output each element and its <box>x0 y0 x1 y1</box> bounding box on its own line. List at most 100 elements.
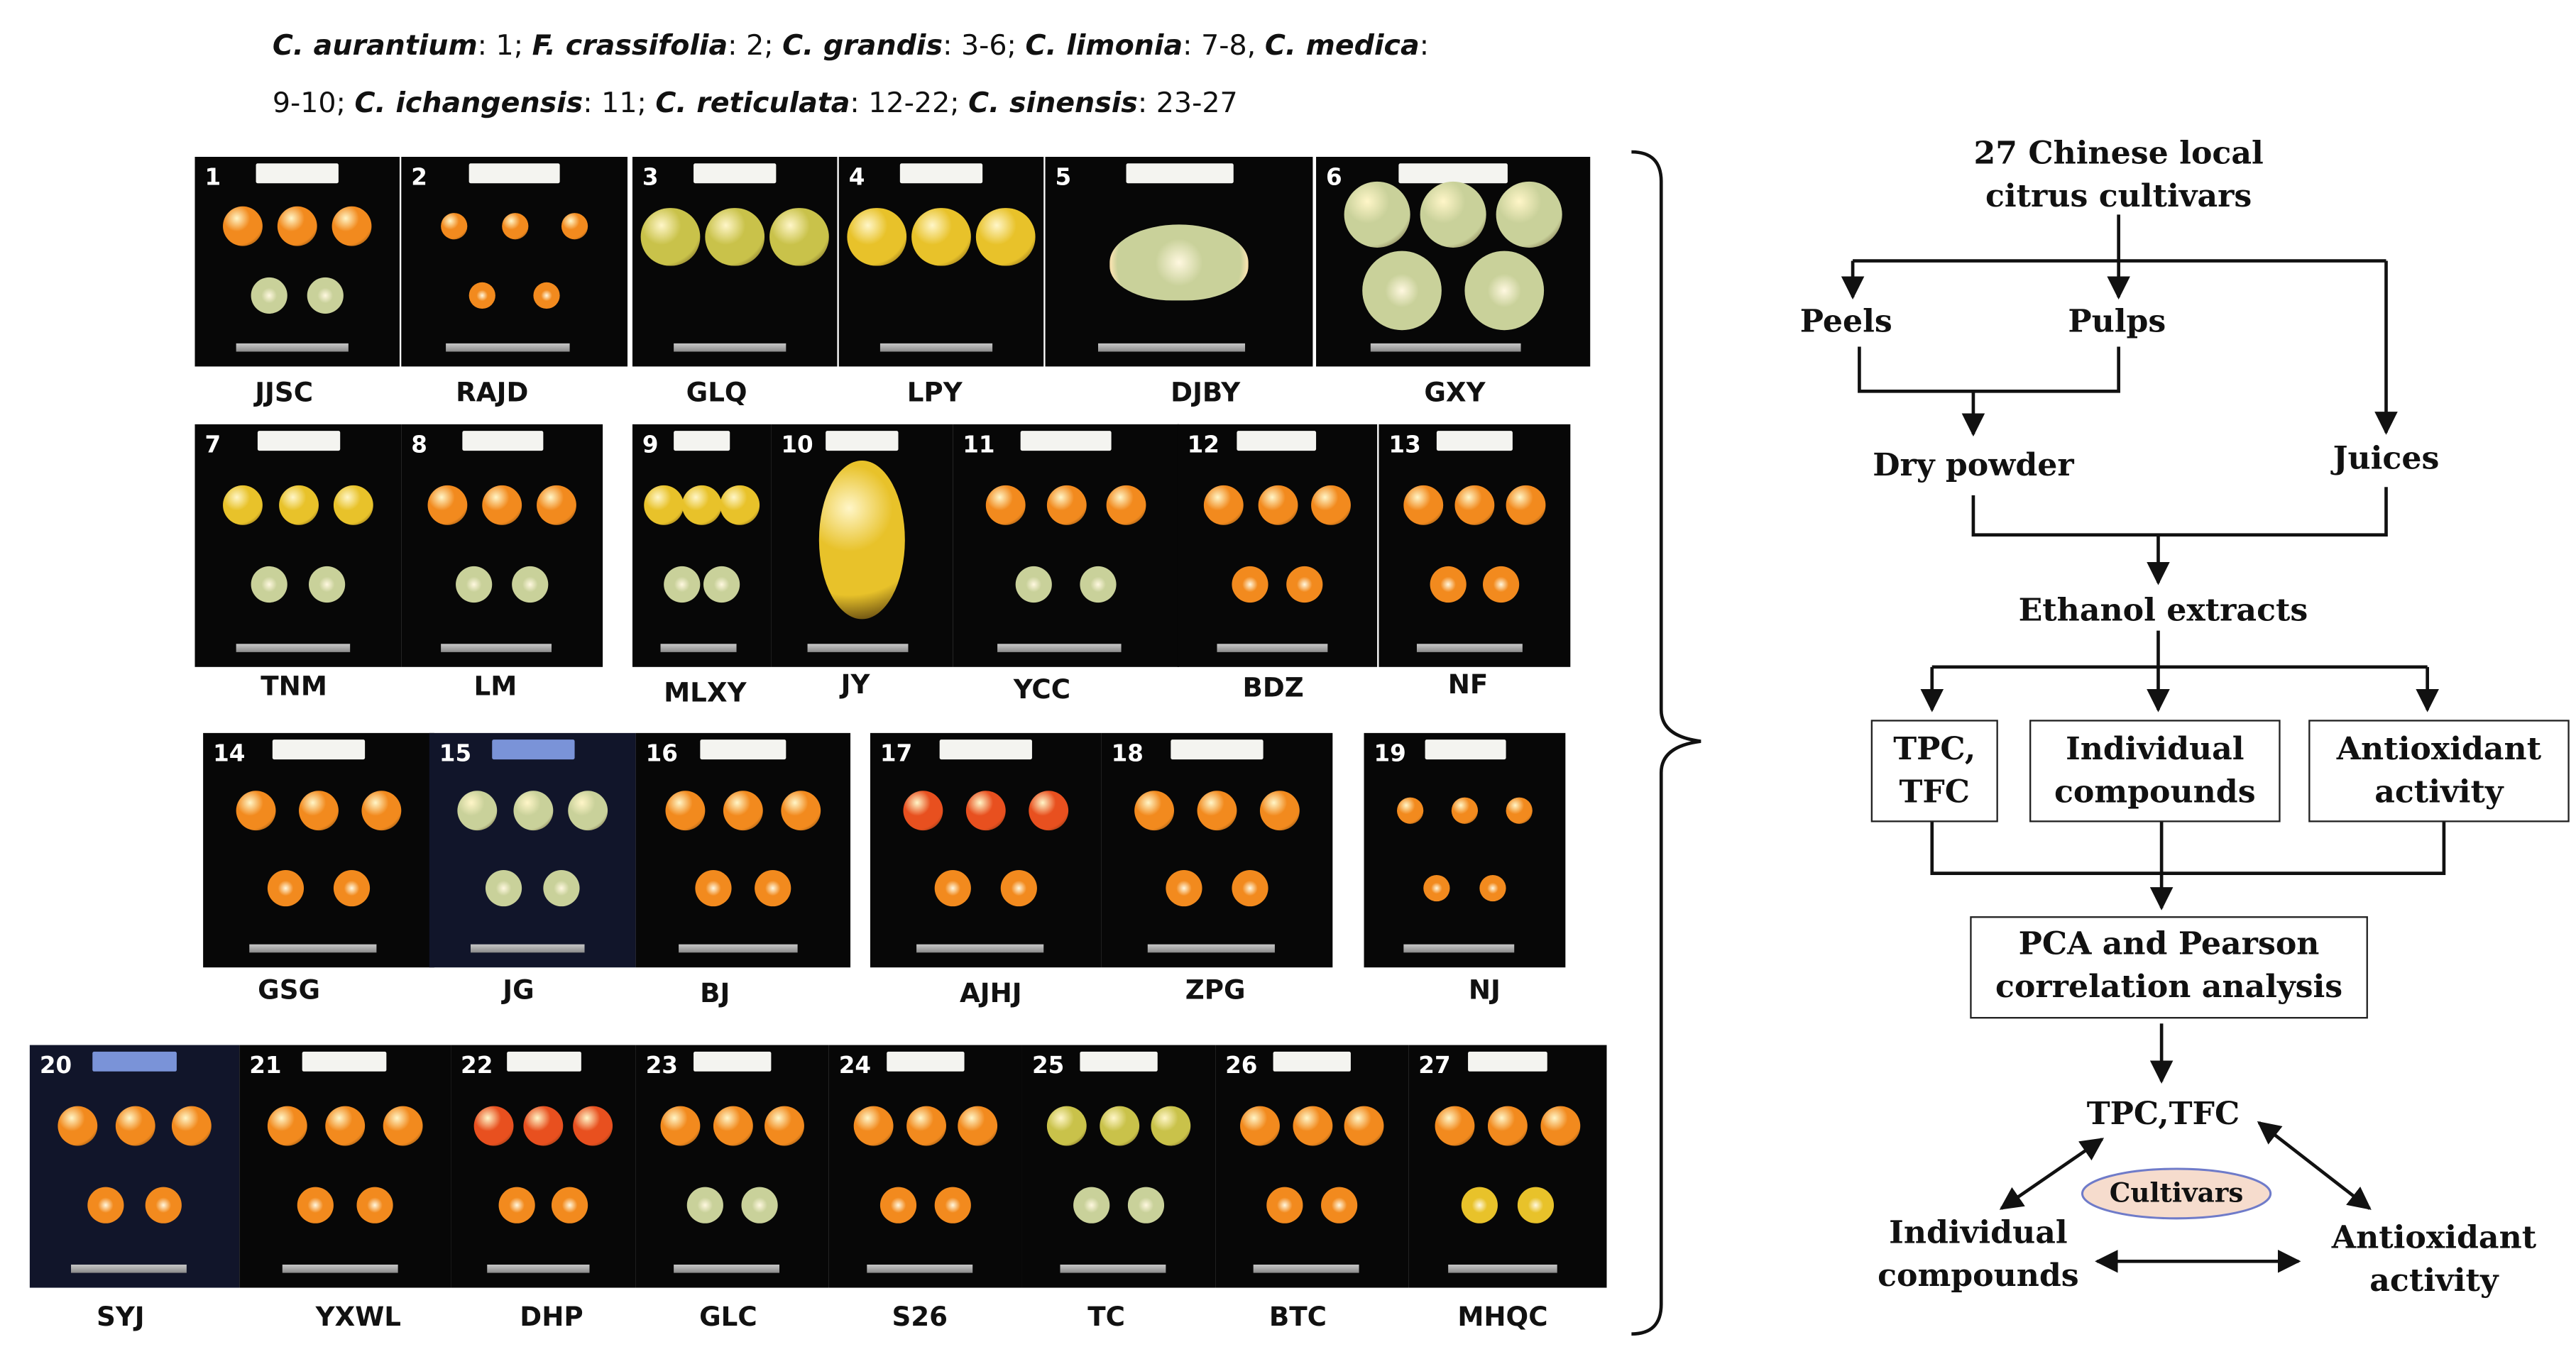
species-range: : 2; <box>728 29 783 63</box>
species-name: C. limonia <box>1025 29 1183 63</box>
handwritten-tag <box>1126 163 1234 184</box>
cut-fruit <box>455 566 493 603</box>
photo-number: 9 <box>642 432 659 459</box>
cut-fruit <box>664 566 701 603</box>
photo-number: 4 <box>848 165 865 192</box>
cut-fruit <box>469 282 496 309</box>
handwritten-tag <box>1425 739 1506 760</box>
cultivar-photo: 26 <box>1215 1045 1409 1288</box>
cultivar-code: GXY <box>1424 376 1486 408</box>
cultivar-code: GSG <box>258 974 321 1006</box>
ruler <box>236 343 349 352</box>
cultivar-code: LM <box>473 670 517 702</box>
photo-number: 19 <box>1374 741 1406 768</box>
cultivar-code: BDZ <box>1242 671 1304 704</box>
photo-number: 22 <box>461 1053 493 1080</box>
cultivar-code: YCC <box>1013 673 1071 705</box>
pca-box <box>1970 916 2368 1019</box>
cultivar-code: SYJ <box>97 1301 145 1333</box>
photo-number: 11 <box>963 432 995 459</box>
cultivar-photo: 18 <box>1101 732 1333 968</box>
species-range: : 23-27 <box>1137 87 1238 121</box>
species-name: C. aurantium <box>272 29 478 63</box>
handwritten-tag <box>302 1051 387 1072</box>
cut-fruit <box>1320 1187 1357 1223</box>
handwritten-tag <box>700 739 786 760</box>
fruit <box>1134 790 1175 830</box>
powder-juice-join <box>1971 487 2388 537</box>
cultivar-photo: 4 <box>838 156 1044 367</box>
cultivar-photo: 9 <box>632 424 772 667</box>
cultivar-code: NJ <box>1468 974 1501 1006</box>
fruit <box>965 790 1006 830</box>
fruit <box>848 207 906 266</box>
species-legend-line2: 9-10; C. ichangensis: 11; C. reticulata:… <box>272 87 1238 121</box>
cut-fruit <box>1464 251 1545 331</box>
species-name: C. medica <box>1264 29 1420 63</box>
fruit <box>1046 484 1086 524</box>
cultivar-photo: 5 <box>1045 156 1313 367</box>
handwritten-tag <box>256 163 339 184</box>
photo-number: 21 <box>249 1053 282 1080</box>
fruit <box>764 1105 805 1145</box>
ruler <box>1147 944 1275 953</box>
fruit <box>665 790 706 830</box>
cultivar-photo: 22 <box>451 1045 636 1288</box>
fruit <box>1099 1105 1139 1145</box>
fruit <box>1107 484 1147 524</box>
cultivar-code: JJSC <box>255 376 314 408</box>
photo-number: 6 <box>1326 165 1342 192</box>
cultivar-code: TNM <box>261 670 327 702</box>
cut-fruit <box>1109 224 1249 300</box>
photo-number: 17 <box>879 741 913 768</box>
handwritten-tag <box>92 1051 177 1072</box>
species-name: C. sinensis <box>968 87 1138 121</box>
photo-number: 14 <box>213 741 246 768</box>
cultivar-photo: 2 <box>401 156 627 367</box>
photo-number: 8 <box>411 432 427 459</box>
ruler <box>236 644 351 652</box>
cultivar-photo: 7 <box>194 424 402 667</box>
cultivars-label: Cultivars <box>2109 1177 2244 1209</box>
cut-fruit <box>1429 566 1467 603</box>
species-name: F. crassifolia <box>532 29 728 63</box>
peels-pulps-join <box>1858 346 2120 393</box>
cut-fruit <box>755 869 791 906</box>
fruit <box>361 790 401 830</box>
cut-fruit <box>1231 566 1268 603</box>
cultivar-code: BTC <box>1268 1301 1327 1333</box>
fruit <box>236 790 276 830</box>
handwritten-tag <box>257 431 341 451</box>
cut-fruit <box>880 1187 917 1223</box>
fruit <box>1487 1105 1528 1145</box>
cultivar-code: S26 <box>892 1301 948 1333</box>
cut-fruit <box>512 566 549 603</box>
fruit <box>1259 790 1300 830</box>
fruit <box>1239 1105 1280 1145</box>
handwritten-tag <box>272 739 366 760</box>
ruler <box>879 343 993 352</box>
photo-number: 18 <box>1111 741 1144 768</box>
fruit <box>1397 797 1424 824</box>
fruit <box>976 207 1035 266</box>
handwritten-tag <box>826 431 899 451</box>
ruler <box>674 343 786 352</box>
cut-fruit <box>250 277 287 314</box>
cultivar-photo: 17 <box>870 732 1102 968</box>
fruit <box>1311 484 1352 524</box>
cut-fruit <box>1287 566 1324 603</box>
cut-fruit <box>551 1187 588 1223</box>
fruit <box>439 212 467 240</box>
cultivar-code: DJBY <box>1171 376 1241 408</box>
cultivar-code: ZPG <box>1185 974 1246 1006</box>
fruit <box>1420 182 1486 248</box>
fruit <box>712 1105 752 1145</box>
fruit <box>325 1105 366 1145</box>
fruit <box>1454 484 1495 524</box>
ruler <box>807 644 909 652</box>
